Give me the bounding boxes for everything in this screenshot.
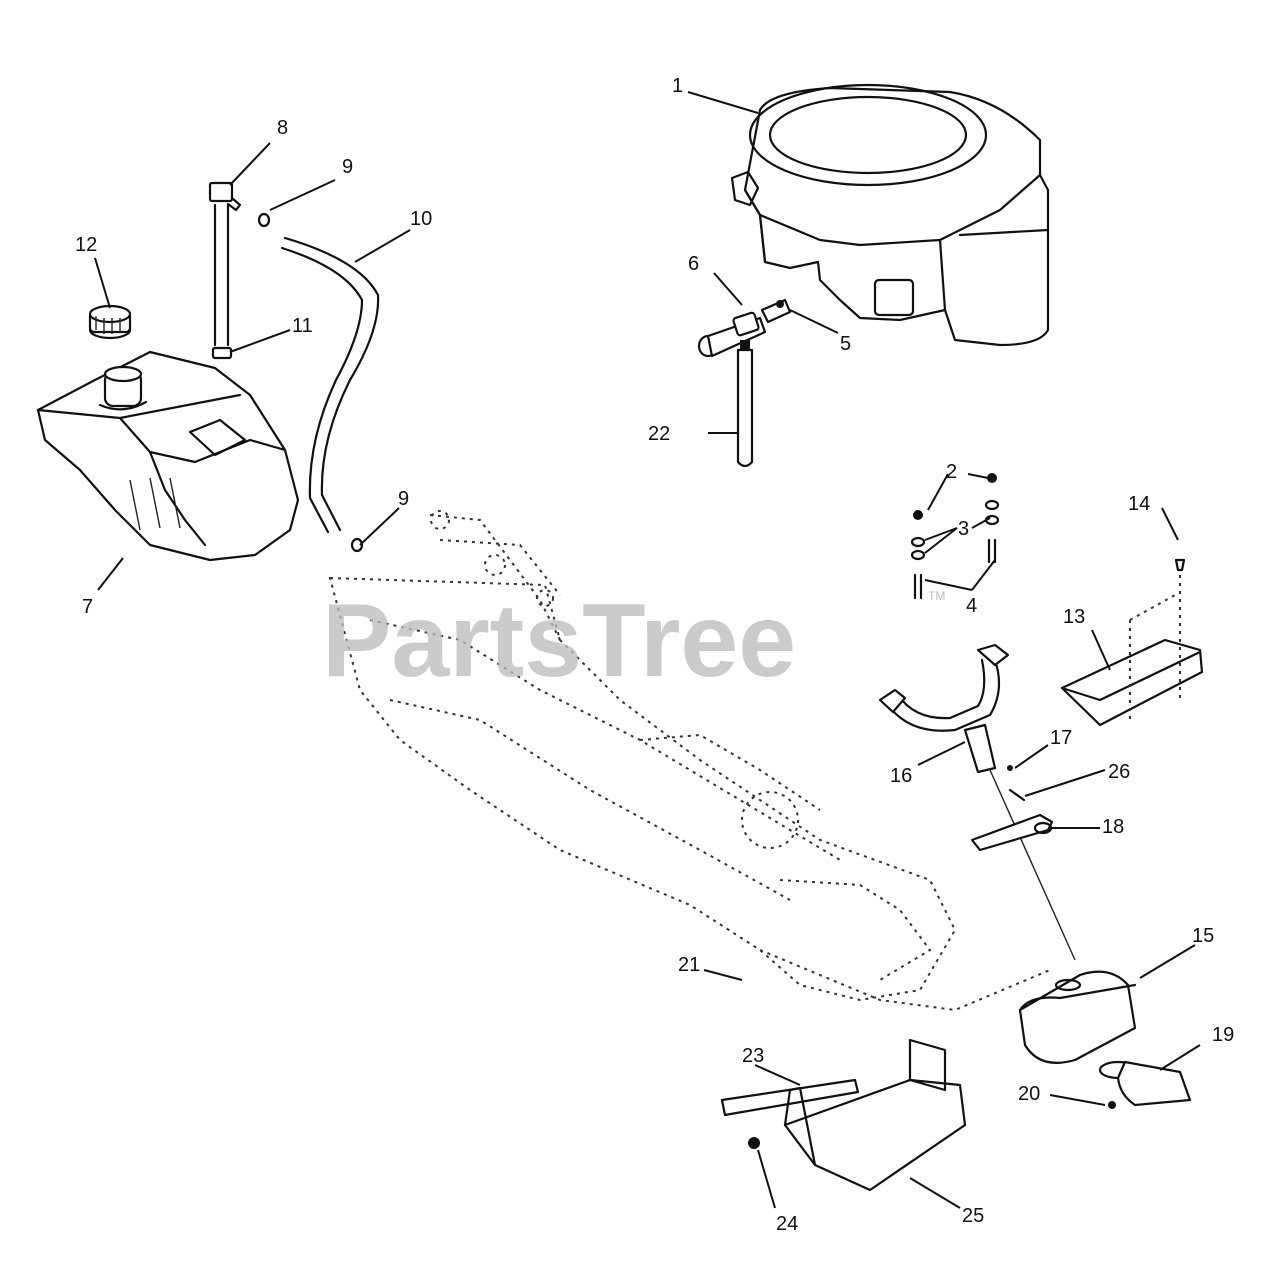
- watermark-brand: PartsTree: [322, 583, 796, 699]
- watermark: PartsTree TM: [322, 583, 945, 699]
- fuel-filter-icon: [697, 298, 792, 468]
- leader-lines: [94, 91, 1201, 1209]
- heat-shield-icon: [1060, 558, 1204, 727]
- callout-12: 12: [75, 234, 97, 256]
- watermark-trademark: TM: [928, 589, 945, 603]
- callout-7: 7: [82, 596, 93, 618]
- callout-26: 26: [1108, 761, 1130, 783]
- callout-16: 16: [890, 765, 912, 787]
- fuel-line-icon: [257, 212, 380, 553]
- callout-6: 6: [688, 253, 699, 275]
- hardware-icon: [910, 473, 1000, 600]
- engine-icon: [730, 83, 1050, 347]
- callout-8: 8: [277, 117, 288, 139]
- callout-5: 5: [840, 333, 851, 355]
- muffler-icon: [1018, 970, 1192, 1109]
- fuel-cap-icon: [88, 304, 132, 340]
- callout-11: 11: [292, 315, 313, 337]
- heat-shield-icon: [720, 1038, 967, 1192]
- callout-3: 3: [958, 518, 969, 540]
- callout-2: 2: [946, 461, 957, 483]
- callout-25: 25: [962, 1205, 984, 1227]
- callout-10: 10: [410, 208, 432, 230]
- callout-19: 19: [1212, 1024, 1234, 1046]
- callout-23: 23: [742, 1045, 764, 1067]
- callout-1: 1: [672, 75, 683, 97]
- callout-9: 9: [342, 156, 353, 178]
- callout-21: 21: [678, 954, 700, 976]
- callout-24: 24: [776, 1213, 798, 1235]
- callout-17: 17: [1050, 727, 1072, 749]
- frame-icon: [328, 510, 1051, 1012]
- exhaust-pipe-icon: [878, 643, 1076, 961]
- callout-22: 22: [648, 423, 670, 445]
- callout-14: 14: [1128, 493, 1150, 515]
- callout-4: 4: [966, 595, 977, 617]
- callout-labels: 1 2 3 4 5 6 7 8 9 9 10 11 12 13 14 15 16…: [75, 75, 1234, 1235]
- fuel-line-icon: [208, 181, 242, 360]
- callout-20: 20: [1018, 1083, 1040, 1105]
- bracket-icon: [970, 765, 1054, 852]
- callout-15: 15: [1192, 925, 1214, 947]
- callout-9b: 9: [398, 488, 409, 510]
- callout-18: 18: [1102, 816, 1124, 838]
- fuel-tank-icon: [36, 350, 300, 562]
- callout-13: 13: [1063, 606, 1085, 628]
